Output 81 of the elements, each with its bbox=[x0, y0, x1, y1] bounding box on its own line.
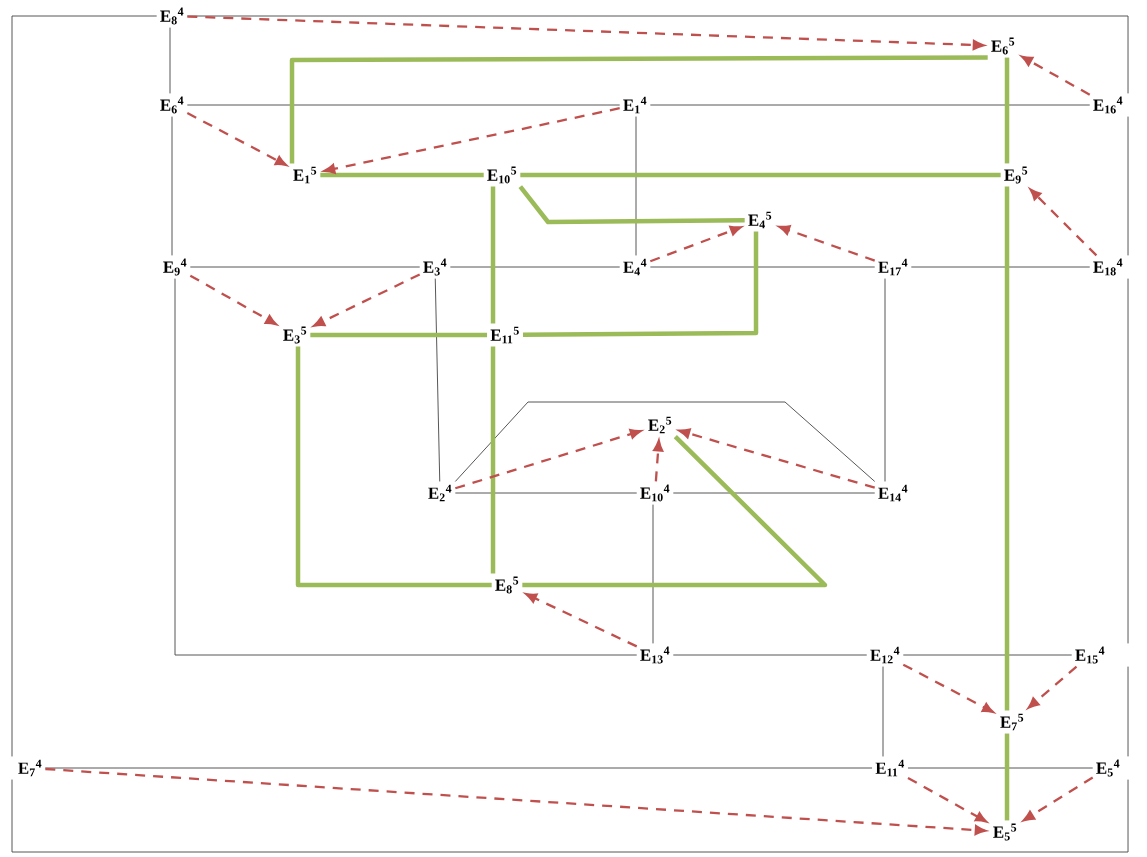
connector-line bbox=[174, 278, 638, 656]
connector-line bbox=[672, 492, 876, 494]
connector-line bbox=[649, 104, 1091, 106]
arrow bbox=[1027, 665, 1078, 709]
term-label: E$_{2}$5 bbox=[648, 416, 672, 434]
arrow bbox=[525, 593, 638, 648]
term-label: E$_{12}$4 bbox=[870, 646, 900, 664]
thick-line bbox=[1004, 186, 1010, 711]
arrow bbox=[902, 663, 994, 713]
arrow bbox=[1022, 776, 1094, 822]
term-label: E$_{10}$5 bbox=[487, 166, 517, 184]
arrow bbox=[45, 767, 987, 836]
term-label: E$_{8}$4 bbox=[160, 7, 184, 25]
connector-line bbox=[672, 654, 868, 656]
term-label: E$_{3}$5 bbox=[283, 326, 307, 344]
term-label: E$_{11}$4 bbox=[875, 759, 905, 777]
arrow bbox=[653, 439, 664, 482]
arrow bbox=[455, 428, 642, 490]
connector-line bbox=[44, 767, 873, 769]
term-label: E$_{1}$4 bbox=[623, 96, 647, 114]
term-label: E$_{9}$4 bbox=[163, 258, 187, 276]
term-label: E$_{5}$4 bbox=[1096, 759, 1120, 777]
thick-line bbox=[518, 185, 745, 225]
connector-line bbox=[171, 116, 173, 256]
term-label: E$_{18}$4 bbox=[1093, 258, 1123, 276]
thick-line bbox=[289, 55, 988, 164]
thick-line bbox=[490, 346, 496, 574]
connector-line bbox=[11, 779, 1129, 853]
connector-line bbox=[1127, 116, 1129, 256]
connector-line bbox=[882, 666, 884, 757]
term-label: E$_{17}$4 bbox=[878, 258, 908, 276]
term-label: E$_{13}$4 bbox=[640, 646, 670, 664]
thick-line bbox=[295, 346, 492, 588]
arrow bbox=[1029, 188, 1098, 257]
connector-line bbox=[649, 266, 876, 268]
connector-line bbox=[186, 104, 621, 106]
term-label: E$_{2}$4 bbox=[428, 484, 452, 502]
term-label: E$_{9}$5 bbox=[1004, 166, 1028, 184]
thick-line bbox=[520, 172, 1001, 178]
term-label: E$_{4}$5 bbox=[748, 211, 772, 229]
term-label: E$_{7}$5 bbox=[1000, 713, 1024, 731]
term-label: E$_{8}$5 bbox=[495, 576, 519, 594]
arrow bbox=[187, 15, 985, 51]
arrow bbox=[323, 107, 620, 174]
term-label: E$_{6}$5 bbox=[991, 37, 1015, 55]
arrow bbox=[186, 112, 287, 166]
thick-line bbox=[1004, 733, 1010, 821]
thick-line bbox=[310, 332, 488, 338]
connector-line bbox=[884, 278, 886, 482]
connector-line bbox=[907, 767, 1094, 769]
arrow bbox=[1021, 55, 1091, 96]
connector-line bbox=[652, 504, 654, 644]
thick-line bbox=[522, 231, 759, 338]
thick-line bbox=[320, 172, 484, 178]
term-label: E$_{11}$5 bbox=[490, 326, 519, 344]
term-label: E$_{7}$4 bbox=[18, 759, 42, 777]
term-label: E$_{10}$4 bbox=[640, 484, 670, 502]
thick-line bbox=[1004, 57, 1010, 164]
connector-line bbox=[1127, 278, 1129, 644]
term-label: E$_{6}$4 bbox=[160, 96, 184, 114]
connector-line bbox=[169, 27, 171, 94]
term-label: E$_{4}$4 bbox=[623, 258, 647, 276]
term-label: E$_{1}$5 bbox=[293, 166, 317, 184]
connector-line bbox=[1127, 666, 1129, 757]
connector-line bbox=[902, 654, 1073, 656]
arrow bbox=[907, 777, 987, 823]
term-label: E$_{5}$5 bbox=[993, 823, 1017, 841]
thick-line bbox=[490, 186, 496, 324]
arrow bbox=[189, 274, 277, 326]
arrow bbox=[649, 225, 742, 263]
connector-line bbox=[635, 116, 637, 256]
term-label: E$_{3}$4 bbox=[423, 258, 447, 276]
term-label: E$_{14}$4 bbox=[878, 484, 908, 502]
connector-line bbox=[454, 492, 638, 494]
connector-line bbox=[189, 266, 421, 268]
connector-line bbox=[11, 15, 158, 757]
term-label: E$_{16}$4 bbox=[1093, 96, 1123, 114]
connector-line bbox=[910, 266, 1091, 268]
connector-line bbox=[434, 278, 441, 482]
connector-line bbox=[449, 266, 621, 268]
term-label: E$_{15}$4 bbox=[1075, 646, 1105, 664]
